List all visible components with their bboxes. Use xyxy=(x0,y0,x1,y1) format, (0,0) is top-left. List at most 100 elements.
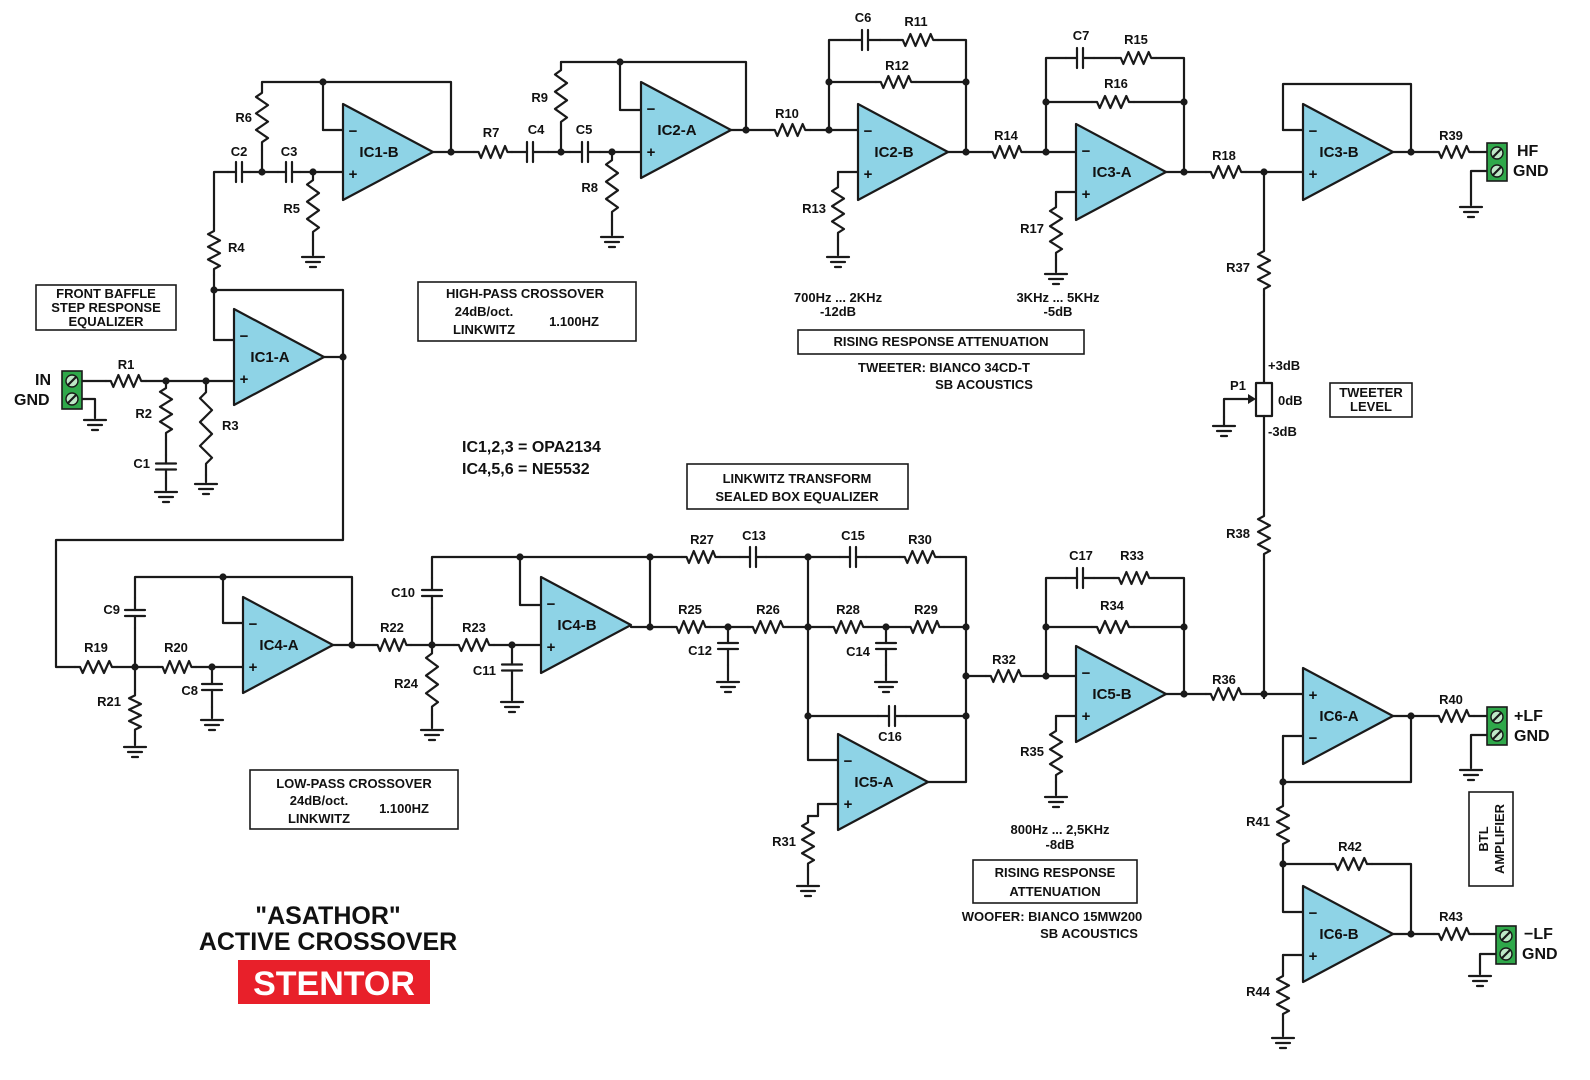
junction-dot xyxy=(210,286,218,294)
wire xyxy=(936,38,968,154)
resistor-r25: R25 xyxy=(670,602,712,635)
wire xyxy=(806,555,840,762)
resistor-label: R18 xyxy=(1212,148,1236,163)
resistor-r24: R24 xyxy=(394,643,440,717)
capacitor-c4: C4 xyxy=(510,122,550,164)
opamp-label: IC6-B xyxy=(1319,926,1358,943)
capacitor-label: C5 xyxy=(576,122,593,137)
connector-in xyxy=(61,370,83,410)
ground-symbol xyxy=(715,680,741,694)
input-sign: + xyxy=(844,796,853,813)
resistor-label: R10 xyxy=(775,106,799,121)
resistor-r11: R11 xyxy=(896,14,940,48)
opamp-label: IC2-A xyxy=(657,122,696,139)
input-sign: + xyxy=(1309,687,1318,704)
box-front-baffle: FRONT BAFFLE STEP RESPONSE EQUALIZER xyxy=(35,284,177,331)
resistor-label: R28 xyxy=(836,602,860,617)
wire xyxy=(260,80,325,132)
input-sign: − xyxy=(1309,905,1318,922)
resistor-label: R3 xyxy=(222,418,239,433)
wire xyxy=(827,38,852,132)
resistor-label: R41 xyxy=(1246,814,1270,829)
resistor-r42: R42 xyxy=(1328,839,1374,872)
title-line-2: ACTIVE CROSSOVER xyxy=(199,928,457,956)
wire xyxy=(1044,56,1068,154)
capacitor-c13: C13 xyxy=(738,528,768,569)
plus-lf-label: +LF xyxy=(1514,708,1543,725)
input-sign: + xyxy=(240,371,249,388)
junction-dot xyxy=(962,148,970,156)
input-sign: − xyxy=(240,328,249,345)
capacitor-c1: C1 xyxy=(133,453,178,480)
resistor-label: R42 xyxy=(1338,839,1362,854)
hp-frequency: 1.100HZ xyxy=(549,314,599,329)
opamp-label: IC4-A xyxy=(259,637,298,654)
junction-dot xyxy=(962,623,970,631)
junction-dot xyxy=(1279,778,1287,786)
resistor-r32: R32 xyxy=(984,652,1028,684)
input-sign: − xyxy=(1309,730,1318,747)
junction-dot xyxy=(1260,168,1268,176)
opamp-ic4-b: −+IC4-B xyxy=(539,575,633,675)
capacitor-c5: C5 xyxy=(568,122,602,164)
rra2-line-1: RISING RESPONSE xyxy=(995,865,1116,880)
lt-line-1: LINKWITZ TRANSFORM xyxy=(723,471,872,486)
capacitor-label: C9 xyxy=(103,602,120,617)
wire xyxy=(221,575,245,625)
box-rising-response-1: RISING RESPONSE ATTENUATION xyxy=(797,329,1085,355)
lp-line-3: LINKWITZ xyxy=(288,811,350,826)
junction-dot xyxy=(258,168,266,176)
wire xyxy=(559,60,643,112)
capacitor-label: C1 xyxy=(133,456,150,471)
wire xyxy=(430,555,522,580)
resistor-r3: R3 xyxy=(198,379,239,477)
wire xyxy=(1152,576,1186,696)
ground-symbol xyxy=(419,728,445,742)
resistor-label: R34 xyxy=(1100,598,1125,613)
junction-dot xyxy=(825,78,833,86)
hf-label: HF xyxy=(1517,143,1539,160)
minus-lf-gnd-label: GND xyxy=(1522,946,1558,963)
opamp-ic5-b: −+IC5-B xyxy=(1074,644,1168,744)
resistor-label: R25 xyxy=(678,602,702,617)
capacitor-label: C13 xyxy=(742,528,766,543)
resistor-r41: R41 xyxy=(1246,798,1291,852)
resistor-r15: R15 xyxy=(1114,32,1158,66)
box-high-pass: HIGH-PASS CROSSOVER 24dB/oct. LINKWITZ 1… xyxy=(417,281,637,342)
wire xyxy=(1478,952,1498,976)
capacitor-label: C8 xyxy=(181,683,198,698)
opamp-label: IC1-B xyxy=(359,144,398,161)
box-low-pass: LOW-PASS CROSSOVER 24dB/oct. LINKWITZ 1.… xyxy=(249,769,459,830)
wire xyxy=(133,575,225,600)
resistor-label: R1 xyxy=(118,357,135,372)
junction-dot xyxy=(202,377,210,385)
tweeter-level-line-2: LEVEL xyxy=(1350,399,1392,414)
junction-dot xyxy=(1279,860,1287,868)
opamp-ic6-b: −+IC6-B xyxy=(1301,884,1395,984)
ground-symbol xyxy=(499,700,525,714)
pot-minus-label: -3dB xyxy=(1268,424,1297,439)
capacitor-c17: C17 xyxy=(1064,548,1096,590)
eq2-range: 3KHz ... 5KHz xyxy=(1016,290,1100,305)
junction-dot xyxy=(162,377,170,385)
potentiometer-p1: P1 xyxy=(1222,378,1274,419)
junction-dot xyxy=(962,78,970,86)
opamp-label: IC3-A xyxy=(1092,164,1131,181)
input-sign: + xyxy=(1082,708,1091,725)
ground-symbol xyxy=(1458,768,1484,782)
resistor-r9: R9 xyxy=(531,60,569,132)
rra2-line-2: ATTENUATION xyxy=(1009,884,1100,899)
resistor-label: R24 xyxy=(394,676,419,691)
resistor-r35: R35 xyxy=(1020,722,1064,784)
in-label: IN xyxy=(35,372,51,389)
resistor-r7: R7 xyxy=(472,125,514,160)
resistor-label: R15 xyxy=(1124,32,1148,47)
connector-plus-lf xyxy=(1486,706,1508,746)
resistor-r17: R17 xyxy=(1020,198,1064,262)
opamp-label: IC6-A xyxy=(1319,708,1358,725)
connector-minus-lf xyxy=(1495,925,1517,965)
resistor-label: R21 xyxy=(97,694,121,709)
resistor-r40: R40 xyxy=(1432,692,1476,724)
eq1-gain: -12dB xyxy=(820,304,856,319)
resistor-r38: R38 xyxy=(1226,508,1272,562)
